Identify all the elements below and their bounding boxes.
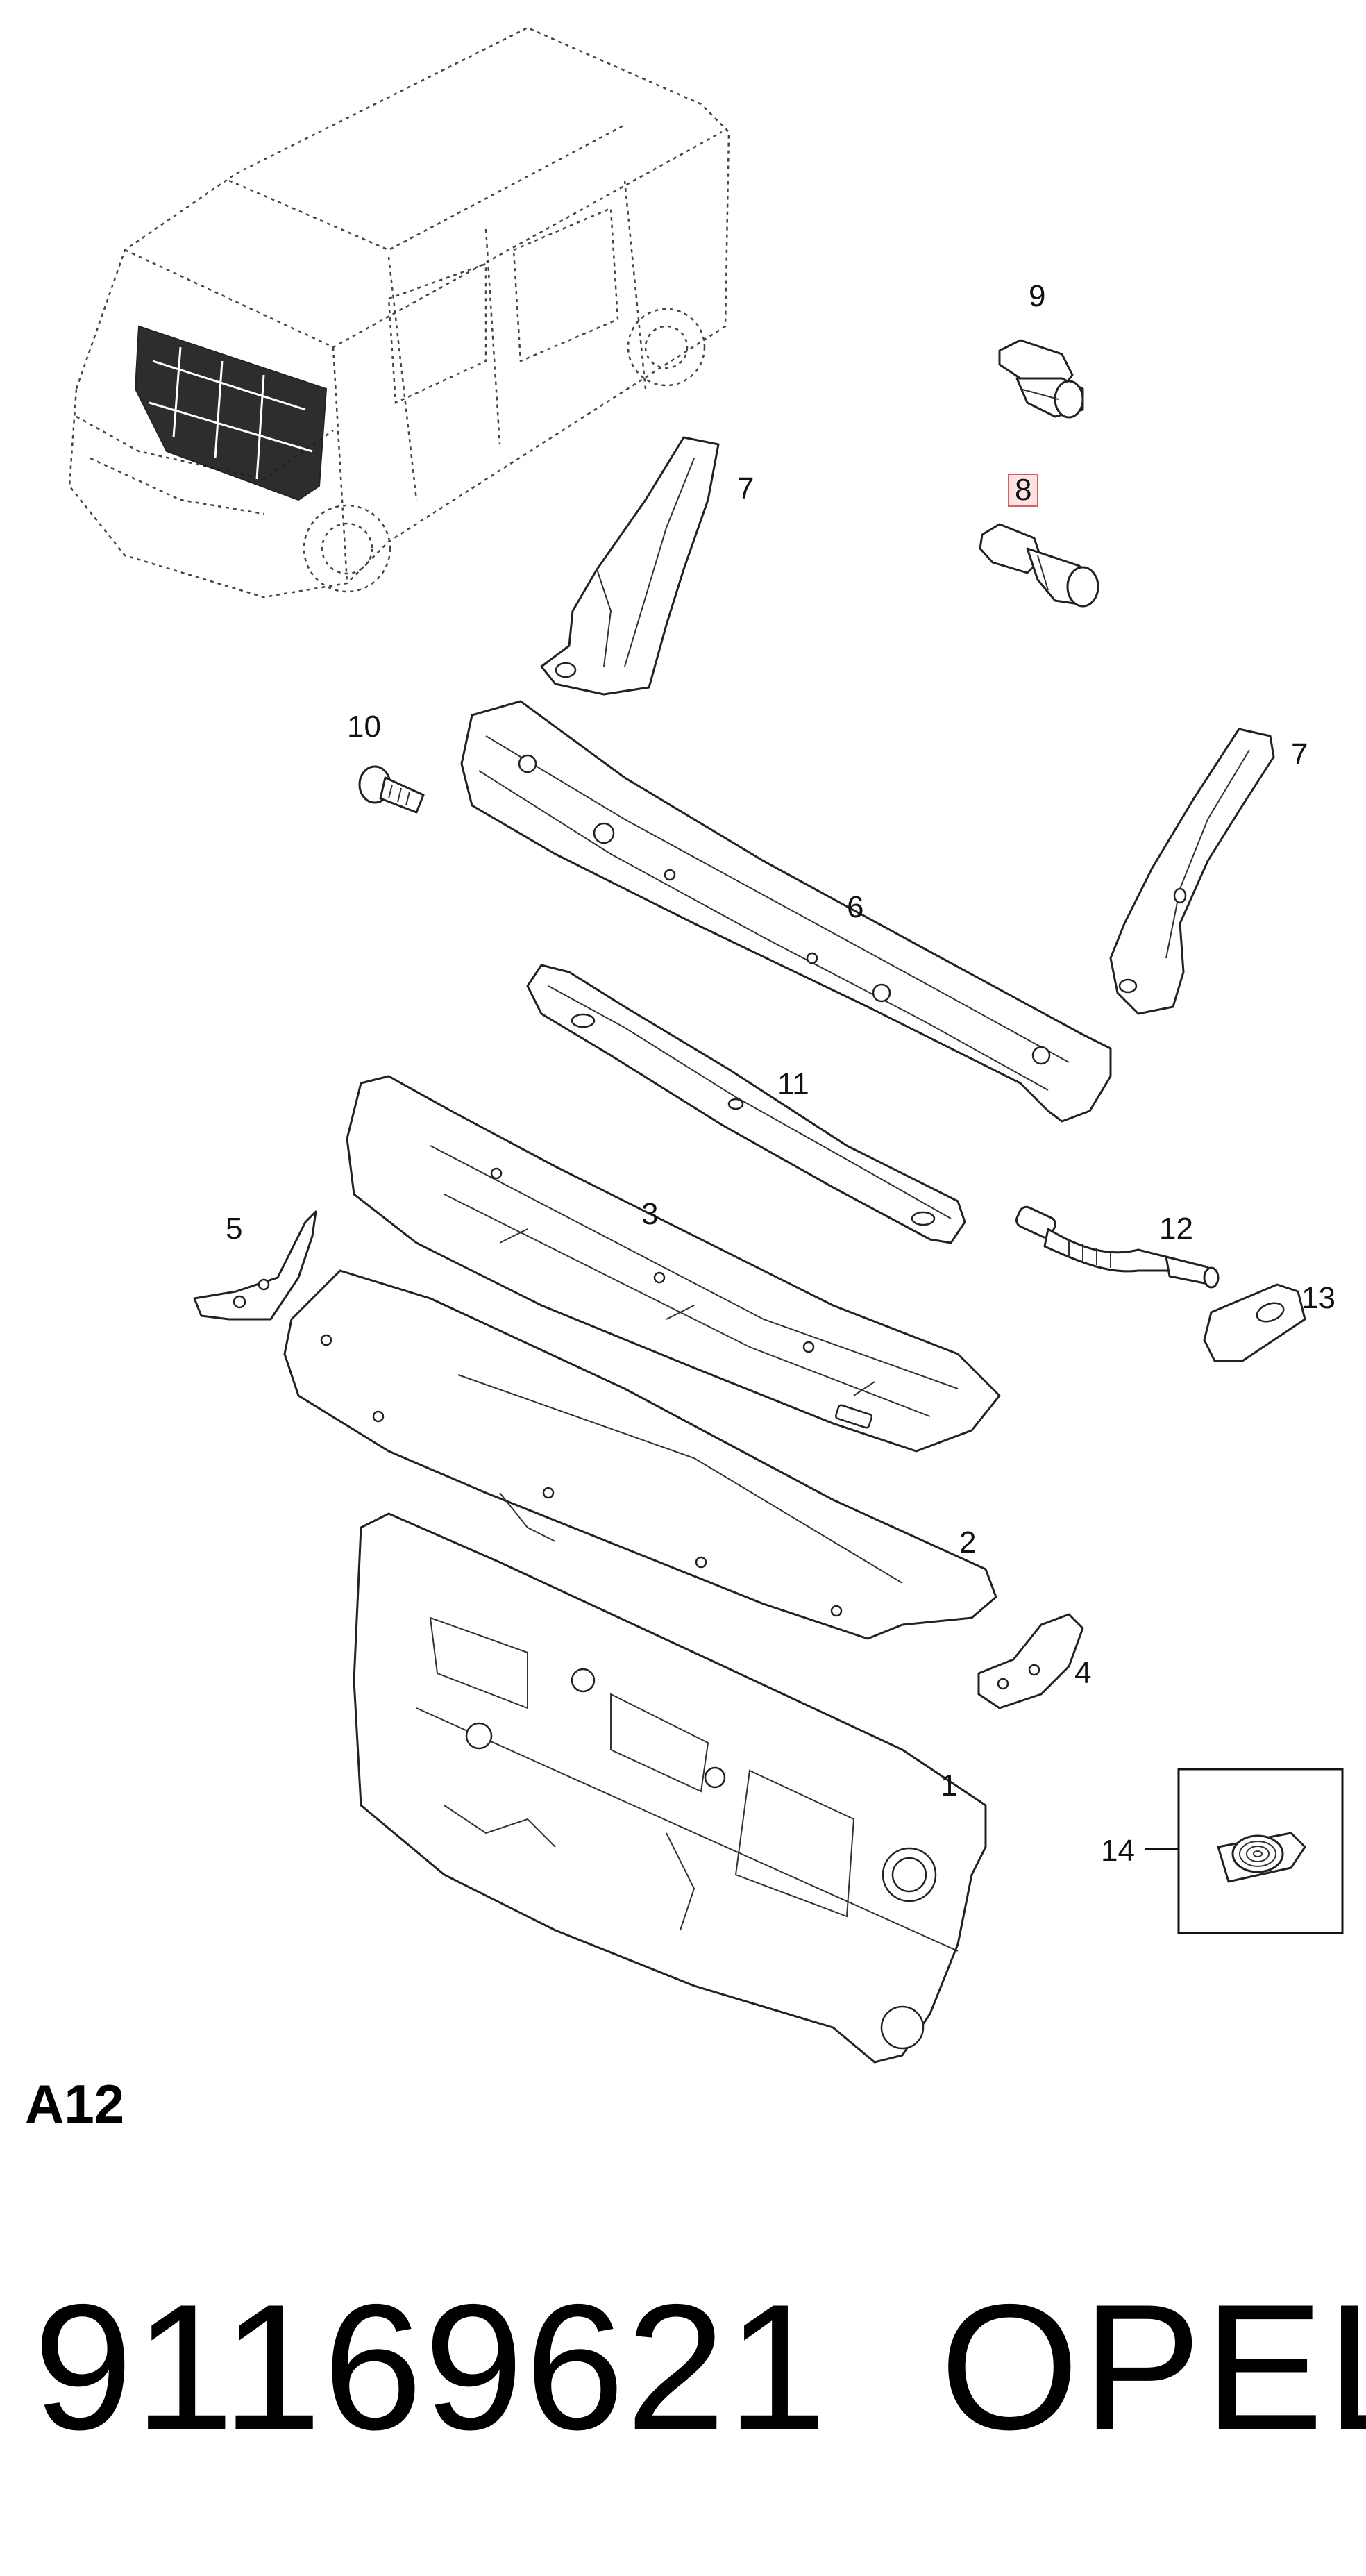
callout-9: 9 [1029,279,1046,313]
section-code: A12 [25,2073,125,2134]
part-3-panel [346,1075,1001,1453]
callout-7-right: 7 [1291,737,1308,771]
callout-1: 1 [941,1768,958,1803]
callout-5: 5 [226,1212,243,1246]
part-10-bolt [358,765,425,814]
callout-6: 6 [847,890,864,924]
part-6-cowl-panel [460,700,1112,1123]
part-1-bulkhead [353,1512,987,2064]
part-7-right-trim [1109,728,1275,1015]
part-11-rail [526,964,966,1244]
callout-10: 10 [347,710,381,744]
callout-12: 12 [1159,1212,1193,1246]
part-12-cable [1015,1205,1220,1289]
van-illustration [68,26,730,599]
callout-4: 4 [1074,1656,1092,1690]
part-13-grommet [1203,1283,1306,1362]
part-4-bracket [977,1613,1084,1709]
part-5-bracket [193,1210,317,1321]
callout-2: 2 [959,1525,977,1559]
brand-name: OPEL [940,2266,1366,2467]
callout-14: 14 [1101,1834,1135,1868]
part-9-clip [998,339,1084,419]
callout-11: 11 [777,1067,809,1101]
callout-7-left: 7 [737,471,754,505]
callout-8: 8 [1008,474,1039,507]
part-8-clip [979,523,1099,608]
part-7-left-trim [540,436,720,696]
callout-3: 3 [641,1197,659,1231]
part-14-inset [1177,1768,1344,1934]
callout-13: 13 [1301,1281,1335,1315]
part-number: 91169621 [33,2266,828,2467]
part-2-lower-panel [283,1269,997,1640]
